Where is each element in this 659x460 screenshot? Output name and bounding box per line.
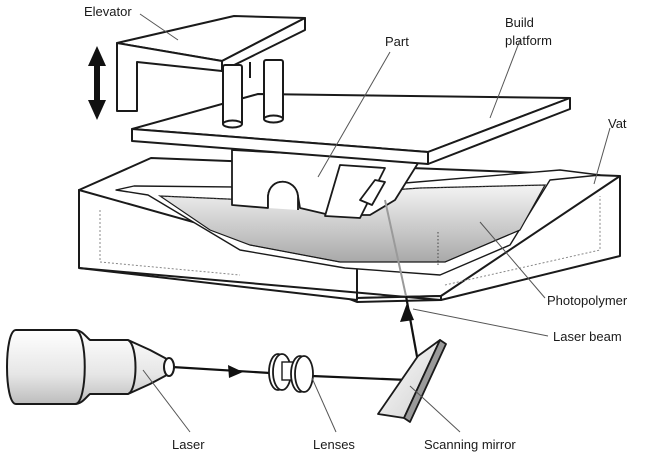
label-laser: Laser	[172, 437, 205, 452]
part	[231, 149, 421, 219]
beam-in-resin	[384, 199, 407, 297]
label-build-platform-line2: platform	[505, 33, 552, 48]
label-build-platform-line1: Build	[505, 15, 534, 30]
leader-laser-beam	[412, 308, 549, 337]
leader-build-platform	[489, 39, 521, 119]
leader-part	[317, 51, 391, 178]
lens-2-front	[294, 355, 314, 393]
beam-arrow-2	[400, 303, 414, 322]
beam-laser-to-lens	[171, 365, 271, 375]
part-slanted-leg	[324, 164, 386, 219]
leader-scanning-mirror	[409, 385, 461, 433]
vat-bottom-edge	[78, 267, 442, 301]
label-lenses: Lenses	[313, 437, 355, 452]
label-part: Part	[385, 34, 409, 49]
label-scanning-mirror: Scanning mirror	[424, 437, 516, 452]
part-arch	[267, 180, 299, 210]
laser-beam	[171, 199, 433, 382]
vat-right-face	[440, 175, 621, 301]
label-elevator: Elevator	[84, 4, 132, 19]
elevator-pillar-right-base	[263, 114, 284, 124]
leader-lines	[139, 13, 611, 433]
elevator-pillar-left	[222, 64, 243, 126]
part-notch	[359, 179, 386, 206]
vat-hidden-wall-left	[99, 210, 241, 276]
label-vat: Vat	[608, 116, 627, 131]
label-photopolymer: Photopolymer	[547, 293, 628, 308]
lenses	[268, 353, 314, 393]
leader-elevator	[139, 13, 179, 41]
leader-photopolymer	[479, 221, 546, 299]
elevator-pillar-right	[263, 59, 284, 121]
leader-lenses	[311, 377, 337, 433]
build-platform	[131, 93, 571, 165]
laser-body	[6, 329, 172, 405]
laser-ring-2	[127, 339, 137, 395]
vat-hidden-wall-right	[444, 196, 601, 286]
laser-device	[6, 329, 175, 405]
beam-arrow-1	[228, 365, 243, 378]
leader-vat	[593, 127, 611, 185]
leader-laser	[142, 369, 191, 433]
labels: Elevator Part Build platform Vat Photopo…	[84, 4, 628, 452]
beam-lens-to-mirror	[311, 374, 409, 382]
laser-aperture	[163, 357, 175, 377]
elevator	[116, 15, 306, 129]
build-platform-side	[427, 97, 571, 165]
label-laser-beam: Laser beam	[553, 329, 622, 344]
photopolymer-front-edge	[249, 229, 521, 263]
elevator-motion-arrow	[88, 46, 106, 120]
elevator-pillar-left-base	[222, 119, 243, 129]
laser-ring-1	[74, 329, 86, 405]
